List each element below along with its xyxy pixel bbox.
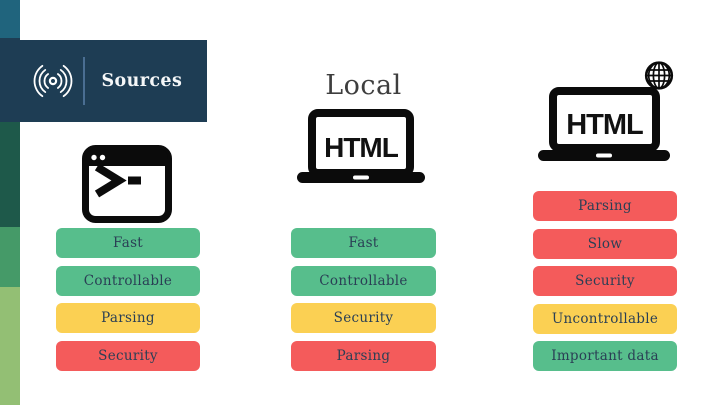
- chip-parsing: Parsing: [56, 303, 200, 333]
- chip-fast: Fast: [291, 228, 436, 258]
- laptop-html-icon: HTML: [297, 106, 425, 183]
- left-stripe-segment-teal: [0, 0, 20, 38]
- left-stripe-segment-navy: [0, 38, 20, 122]
- chip-security: Security: [533, 266, 677, 296]
- chip-controllable: Controllable: [291, 265, 436, 296]
- chip-uncontrollable: Uncontrollable: [533, 303, 677, 334]
- page-title: Local: [325, 70, 402, 101]
- chip-security: Security: [56, 340, 200, 371]
- chip-fast: Fast: [56, 228, 200, 258]
- chip-security: Security: [291, 303, 436, 333]
- sources-label: Sources: [101, 71, 183, 91]
- sources-header: Sources: [20, 40, 207, 122]
- globe-icon: [644, 60, 674, 91]
- left-stripe-segment-darkgreen: [0, 122, 20, 227]
- chip-important-data: Important data: [533, 341, 677, 371]
- chip-slow: Slow: [533, 228, 677, 259]
- left-stripe-segment-green: [0, 227, 20, 287]
- left-stripe-segment-lightgreen: [0, 287, 20, 405]
- laptop-screen-text: HTML: [324, 132, 399, 163]
- header-divider: [83, 57, 85, 105]
- laptop-screen-text: HTML: [566, 109, 643, 141]
- terminal-icon: [82, 145, 172, 223]
- chip-parsing: Parsing: [533, 191, 677, 221]
- chip-parsing: Parsing: [291, 340, 436, 371]
- chip-controllable: Controllable: [56, 265, 200, 296]
- signal-icon: [31, 61, 75, 101]
- laptop-html-web-icon: HTML: [538, 83, 670, 161]
